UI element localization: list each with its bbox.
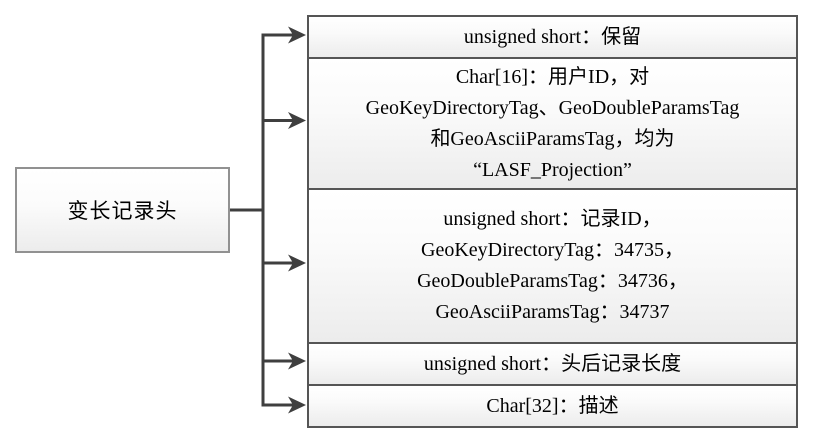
node-reserved-field: unsigned short：保留 <box>309 17 796 57</box>
node-description-field: Char[32]：描述 <box>309 384 796 426</box>
arrowhead-icon <box>288 254 306 272</box>
node-record-length-field: unsigned short：头后记录长度 <box>309 342 796 384</box>
field-column: unsigned short：保留 Char[16]：用户ID，对 GeoKey… <box>307 15 798 428</box>
arrowhead-icon <box>288 352 306 370</box>
node-record-id-field: unsigned short：记录ID， GeoKeyDirectoryTag：… <box>309 188 796 342</box>
node-user-id-field: Char[16]：用户ID，对 GeoKeyDirectoryTag、GeoDo… <box>309 57 796 188</box>
arrowhead-icon <box>288 26 306 44</box>
root-node-label: 变长记录头 <box>67 199 178 223</box>
node-variable-length-record-header: 变长记录头 <box>15 167 230 253</box>
arrowhead-icon <box>288 112 306 129</box>
arrowhead-icon <box>288 396 306 414</box>
